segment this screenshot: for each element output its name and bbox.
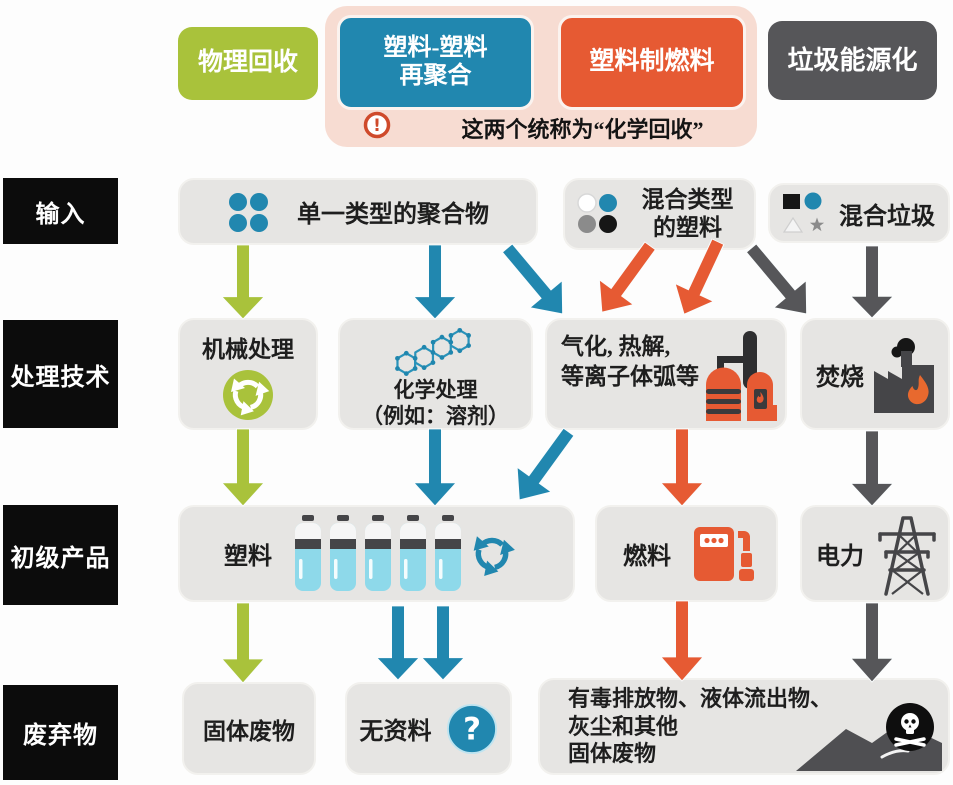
node-label: 焚烧 bbox=[816, 364, 864, 391]
node-no-data: 无资料 ? bbox=[345, 682, 512, 775]
arrow-mixed-to-gasification-1 bbox=[598, 241, 657, 313]
recycle-arrows-icon bbox=[464, 526, 520, 582]
node-single-polymer: 单一类型的聚合物 bbox=[178, 178, 538, 245]
node-label: 化学处理 （例如：溶剂） bbox=[362, 377, 509, 428]
node-label: 混合类型 的塑料 bbox=[641, 187, 734, 240]
node-label: 有毒排放物、液体流出物、 灰尘和其他 固体废物 bbox=[568, 686, 833, 767]
arrow-single-to-mechanical bbox=[221, 244, 265, 320]
node-label: 无资料 bbox=[359, 719, 432, 745]
row-label-primary-product: 初级产品 bbox=[3, 505, 118, 605]
fuel-pump-icon bbox=[692, 523, 756, 585]
arrow-single-to-chemical bbox=[413, 244, 457, 320]
node-mixed-waste: 混合垃圾 bbox=[768, 183, 950, 243]
node-plastic: 塑料 bbox=[178, 505, 575, 602]
method-plastic-to-fuel: 塑料制燃料 bbox=[558, 15, 746, 110]
node-toxic-waste: 有毒排放物、液体流出物、 灰尘和其他 固体废物 bbox=[538, 678, 950, 775]
arrow-gasification-to-fuel bbox=[660, 428, 704, 507]
arrow-plastic-to-solid-waste bbox=[221, 602, 265, 684]
method-waste-to-energy: 垃圾能源化 bbox=[768, 21, 937, 100]
method-plastic-to-plastic: 塑料-塑料 再聚合 bbox=[337, 15, 534, 110]
power-pylon-icon bbox=[876, 512, 938, 596]
arrow-plastic-to-nodata-2 bbox=[421, 605, 465, 681]
method-label: 垃圾能源化 bbox=[787, 45, 918, 75]
arrow-incineration-to-electricity bbox=[850, 430, 894, 507]
arrow-fuel-to-toxic bbox=[660, 600, 704, 682]
exclamation-icon: ! bbox=[363, 111, 391, 144]
arrow-mixed-to-gasification-2 bbox=[674, 238, 725, 315]
node-label: 燃料 bbox=[623, 544, 671, 570]
chemical-recycling-note: 这两个统称为“化学回收” bbox=[461, 117, 704, 142]
svg-text:?: ? bbox=[463, 711, 481, 747]
node-label: 气化, 热解, 等离子体弧等 bbox=[561, 334, 699, 389]
factory-fire-icon bbox=[868, 335, 940, 413]
node-electricity: 电力 bbox=[800, 505, 950, 602]
molecule-icon bbox=[384, 321, 488, 377]
node-solid-waste: 固体废物 bbox=[182, 682, 316, 775]
bottles-icon bbox=[294, 514, 462, 593]
arrow-electricity-to-toxic bbox=[850, 602, 894, 683]
node-label: 单一类型的聚合物 bbox=[297, 202, 489, 228]
polymer-dots-icon bbox=[226, 190, 270, 234]
node-label: 固体废物 bbox=[203, 718, 295, 744]
svg-text:!: ! bbox=[373, 116, 381, 136]
node-label: 机械处理 bbox=[202, 336, 294, 362]
refinery-icon bbox=[699, 329, 777, 423]
question-icon: ? bbox=[446, 703, 498, 755]
node-label: 塑料 bbox=[224, 544, 272, 570]
method-label: 物理回收 bbox=[197, 49, 298, 77]
node-gasification: 气化, 热解, 等离子体弧等 bbox=[545, 318, 787, 430]
node-mechanical: 机械处理 bbox=[178, 318, 318, 430]
arrow-plastic-to-nodata-1 bbox=[376, 605, 420, 681]
node-chemical: 化学处理 （例如：溶剂） bbox=[338, 318, 533, 430]
node-mixed-plastics: 混合类型 的塑料 bbox=[563, 178, 756, 250]
arrow-trash-to-incineration bbox=[850, 245, 894, 319]
landfill-skull-icon bbox=[794, 693, 944, 771]
row-label-input: 输入 bbox=[3, 178, 118, 244]
row-label-technology: 处理技术 bbox=[3, 320, 118, 428]
node-fuel: 燃料 bbox=[595, 505, 778, 602]
method-physical-recycling: 物理回收 bbox=[178, 27, 318, 100]
mixed-waste-icon bbox=[780, 191, 832, 235]
arrow-chemical-to-plastic bbox=[413, 428, 457, 507]
arrow-mechanical-to-plastic bbox=[221, 428, 265, 507]
arrow-gasification-to-plastic bbox=[516, 427, 575, 501]
node-label: 电力 bbox=[816, 544, 864, 570]
arrow-mixed-to-incineration bbox=[745, 243, 808, 315]
node-incineration: 焚烧 bbox=[800, 318, 950, 430]
method-label: 塑料制燃料 bbox=[589, 48, 715, 76]
arrow-single-to-gasification bbox=[501, 243, 564, 315]
node-label: 混合垃圾 bbox=[839, 203, 935, 230]
recycle-icon bbox=[222, 369, 274, 421]
row-label-waste: 废弃物 bbox=[3, 685, 118, 780]
method-label: 塑料-塑料 再聚合 bbox=[383, 34, 488, 89]
mixed-plastics-icon bbox=[575, 191, 621, 237]
